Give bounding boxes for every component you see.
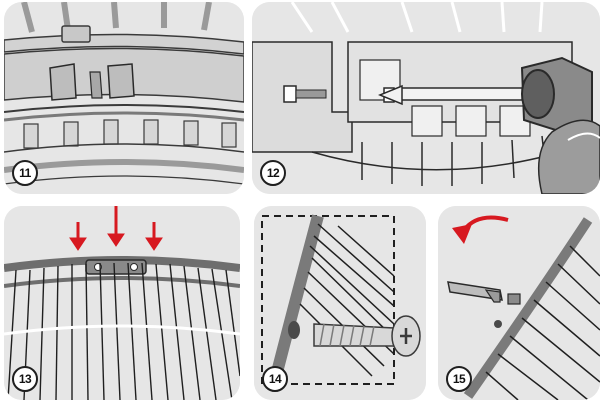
step-11-panel: 11 [4,2,244,194]
step-12-panel: 12 [252,2,600,194]
step-13-illustration [4,206,240,400]
step-number-12: 12 [260,160,286,186]
step-number-13: 13 [12,366,38,392]
step-11-illustration [4,2,244,194]
step-12-illustration [252,2,600,194]
step-15-panel: 15 [438,206,600,400]
step-number-11: 11 [12,160,38,186]
step-13-panel: 13 [4,206,240,400]
step-number-15: 15 [446,366,472,392]
step-number-14: 14 [262,366,288,392]
step-14-panel: 14 [254,206,426,400]
